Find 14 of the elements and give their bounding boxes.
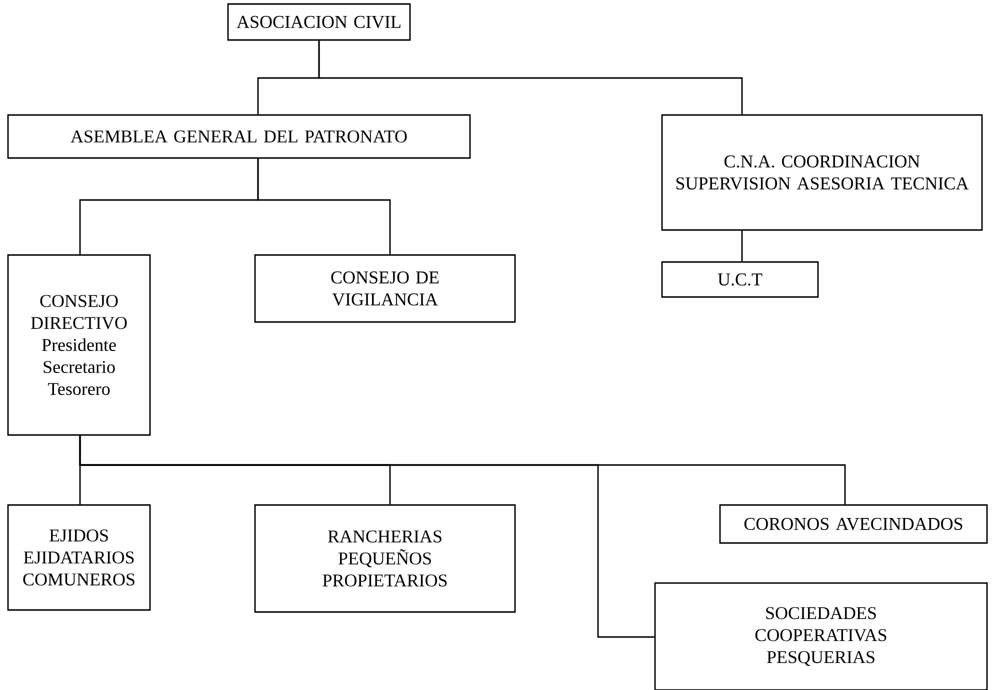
connector-line xyxy=(318,40,743,114)
connector-line xyxy=(79,436,654,638)
org-box: CORONOS AVECINDADOS xyxy=(719,504,988,544)
org-box: CONSEJO DE VIGILANCIA xyxy=(254,254,516,323)
org-box: ASOCIACION CIVIL xyxy=(227,3,411,41)
org-box: CONSEJO DIRECTIVO Presidente Secretario Tesorero xyxy=(7,254,151,436)
connector-line xyxy=(741,230,743,262)
org-box: U.C.T xyxy=(661,261,819,298)
connector-line xyxy=(257,158,391,254)
org-box: ASEMBLEA GENERAL DEL PATRONATO xyxy=(7,114,471,159)
org-box: C.N.A. COORDINACION SUPERVISION ASESORIA TECNICA xyxy=(661,114,983,231)
org-box: SOCIEDADES COOPERATIVAS PESQUERIAS xyxy=(654,582,988,690)
org-box: RANCHERIAS PEQUEÑOS PROPIETARIOS xyxy=(254,504,516,613)
org-box: EJIDOS EJIDATARIOS COMUNEROS xyxy=(7,504,151,611)
